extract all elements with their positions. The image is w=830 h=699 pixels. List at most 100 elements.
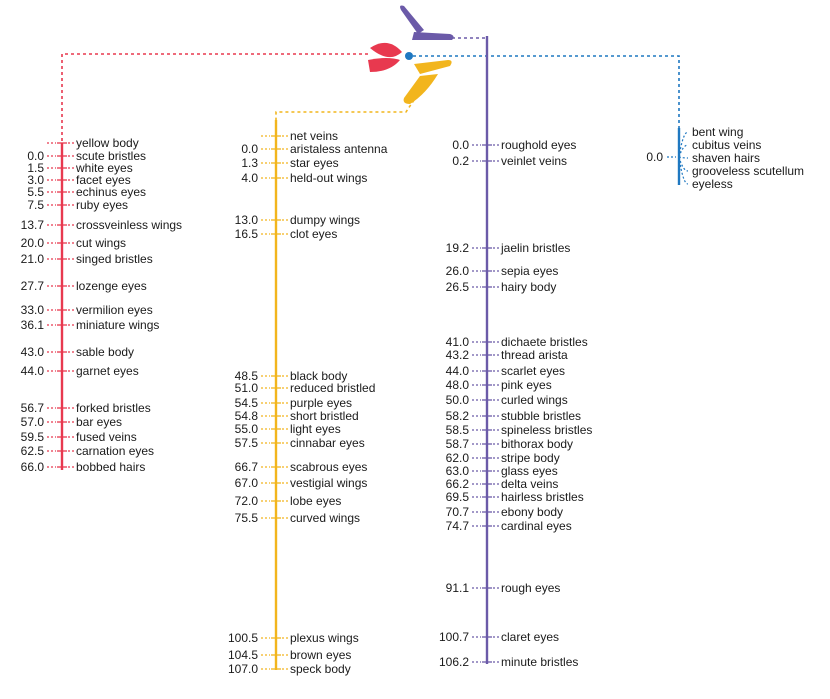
gene-label-bobbed-hairs: bobbed hairs <box>76 460 145 474</box>
gene-label-vestigial-wings: vestigial wings <box>290 476 367 490</box>
gene-label-short-bristled: short bristled <box>290 409 359 423</box>
position-label: 0.0 <box>241 142 258 156</box>
chromosome-x-shape <box>370 42 402 58</box>
position-label: 100.7 <box>439 630 469 644</box>
position-label: 43.0 <box>21 345 45 359</box>
gene-connector <box>678 131 689 158</box>
position-label: 66.2 <box>446 477 470 491</box>
position-label: 74.7 <box>446 519 470 533</box>
position-label: 13.7 <box>21 218 45 232</box>
position-label: 66.0 <box>21 460 45 474</box>
gene-label-white-eyes: white eyes <box>75 161 133 175</box>
position-label: 100.5 <box>228 631 258 645</box>
chromosome-3-shape <box>400 5 424 34</box>
position-label: 1.5 <box>27 161 44 175</box>
position-label: 104.5 <box>228 648 258 662</box>
gene-label-hairless-bristles: hairless bristles <box>501 490 584 504</box>
position-label: 4.0 <box>241 171 258 185</box>
position-label: 63.0 <box>446 464 470 478</box>
gene-label-vermilion-eyes: vermilion eyes <box>76 303 153 317</box>
position-label: 58.2 <box>446 409 470 423</box>
position-label: 7.5 <box>27 198 44 212</box>
connector-chromosome-1 <box>61 53 368 143</box>
gene-label-hairy-body: hairy body <box>501 280 556 294</box>
gene-label-clot-eyes: clot eyes <box>290 227 337 241</box>
position-label: 58.7 <box>446 437 470 451</box>
gene-label-veinlet-veins: veinlet veins <box>501 154 567 168</box>
gene-label-held-out-wings: held-out wings <box>290 171 367 185</box>
position-label: 55.0 <box>235 422 259 436</box>
karyotype-icon <box>368 5 454 104</box>
gene-label-stripe-body: stripe body <box>501 451 560 465</box>
position-label: 1.3 <box>241 156 258 170</box>
gene-label-garnet-eyes: garnet eyes <box>76 364 139 378</box>
gene-label-speck-body: speck body <box>290 662 351 676</box>
position-label: 44.0 <box>446 364 470 378</box>
chromosome-2-shape-arm <box>403 74 438 104</box>
position-label: 106.2 <box>439 655 469 669</box>
gene-label-ebony-body: ebony body <box>501 505 563 519</box>
position-label: 27.7 <box>21 279 45 293</box>
gene-label-reduced-bristled: reduced bristled <box>290 381 375 395</box>
gene-label-aristaless-antenna: aristaless antenna <box>290 142 388 156</box>
connector-chromosome-4 <box>413 55 680 128</box>
position-label: 57.0 <box>21 415 45 429</box>
gene-label-black-body: black body <box>290 369 347 383</box>
position-label: 91.1 <box>446 581 470 595</box>
position-label: 51.0 <box>235 381 259 395</box>
position-label: 67.0 <box>235 476 259 490</box>
gene-label-sepia-eyes: sepia eyes <box>501 264 558 278</box>
gene-label-cubitus-veins: cubitus veins <box>692 138 761 152</box>
position-label: 21.0 <box>21 252 45 266</box>
position-label: 58.5 <box>446 423 470 437</box>
position-label: 72.0 <box>235 494 259 508</box>
position-label: 62.0 <box>446 451 470 465</box>
gene-label-grooveless-scutellum: grooveless scutellum <box>692 164 804 178</box>
position-label: 66.7 <box>235 460 259 474</box>
gene-label-miniature-wings: miniature wings <box>76 318 159 332</box>
position-label: 0.0 <box>646 150 663 164</box>
position-label: 43.2 <box>446 348 470 362</box>
chromosome-3-shape-arm <box>412 32 454 40</box>
gene-label-bent-wing: bent wing <box>692 125 743 139</box>
gene-label-eyeless: eyeless <box>692 177 733 191</box>
gene-connector <box>678 156 689 172</box>
gene-label-curled-wings: curled wings <box>501 393 568 407</box>
position-label: 0.0 <box>452 138 469 152</box>
gene-label-stubble-bristles: stubble bristles <box>501 409 581 423</box>
position-label: 36.1 <box>21 318 45 332</box>
gene-label-cardinal-eyes: cardinal eyes <box>501 519 572 533</box>
gene-label-scarlet-eyes: scarlet eyes <box>501 364 565 378</box>
position-label: 75.5 <box>235 511 259 525</box>
connector-chromosome-3 <box>452 37 488 145</box>
position-label: 41.0 <box>446 335 470 349</box>
gene-label-thread-arista: thread arista <box>501 348 568 362</box>
position-label: 48.0 <box>446 378 470 392</box>
gene-label-echinus-eyes: echinus eyes <box>76 185 146 199</box>
gene-label-fused-veins: fused veins <box>76 430 137 444</box>
chromosome-x-shape-arm <box>368 58 400 72</box>
gene-connector <box>678 156 689 159</box>
gene-label-facet-eyes: facet eyes <box>76 173 131 187</box>
gene-label-singed-bristles: singed bristles <box>76 252 153 266</box>
position-label: 48.5 <box>235 369 259 383</box>
position-label: 26.5 <box>446 280 470 294</box>
position-label: 3.0 <box>27 173 44 187</box>
chromosome-2-shape <box>414 60 452 74</box>
gene-label-cinnabar-eyes: cinnabar eyes <box>290 436 365 450</box>
gene-label-glass-eyes: glass eyes <box>501 464 558 478</box>
gene-label-star-eyes: star eyes <box>290 156 339 170</box>
position-label: 57.5 <box>235 436 259 450</box>
gene-label-bar-eyes: bar eyes <box>76 415 122 429</box>
position-label: 44.0 <box>21 364 45 378</box>
position-label: 62.5 <box>21 444 45 458</box>
gene-label-forked-bristles: forked bristles <box>76 401 151 415</box>
position-label: 0.2 <box>452 154 469 168</box>
gene-label-crossveinless-wings: crossveinless wings <box>76 218 182 232</box>
gene-label-jaelin-bristles: jaelin bristles <box>500 241 570 255</box>
